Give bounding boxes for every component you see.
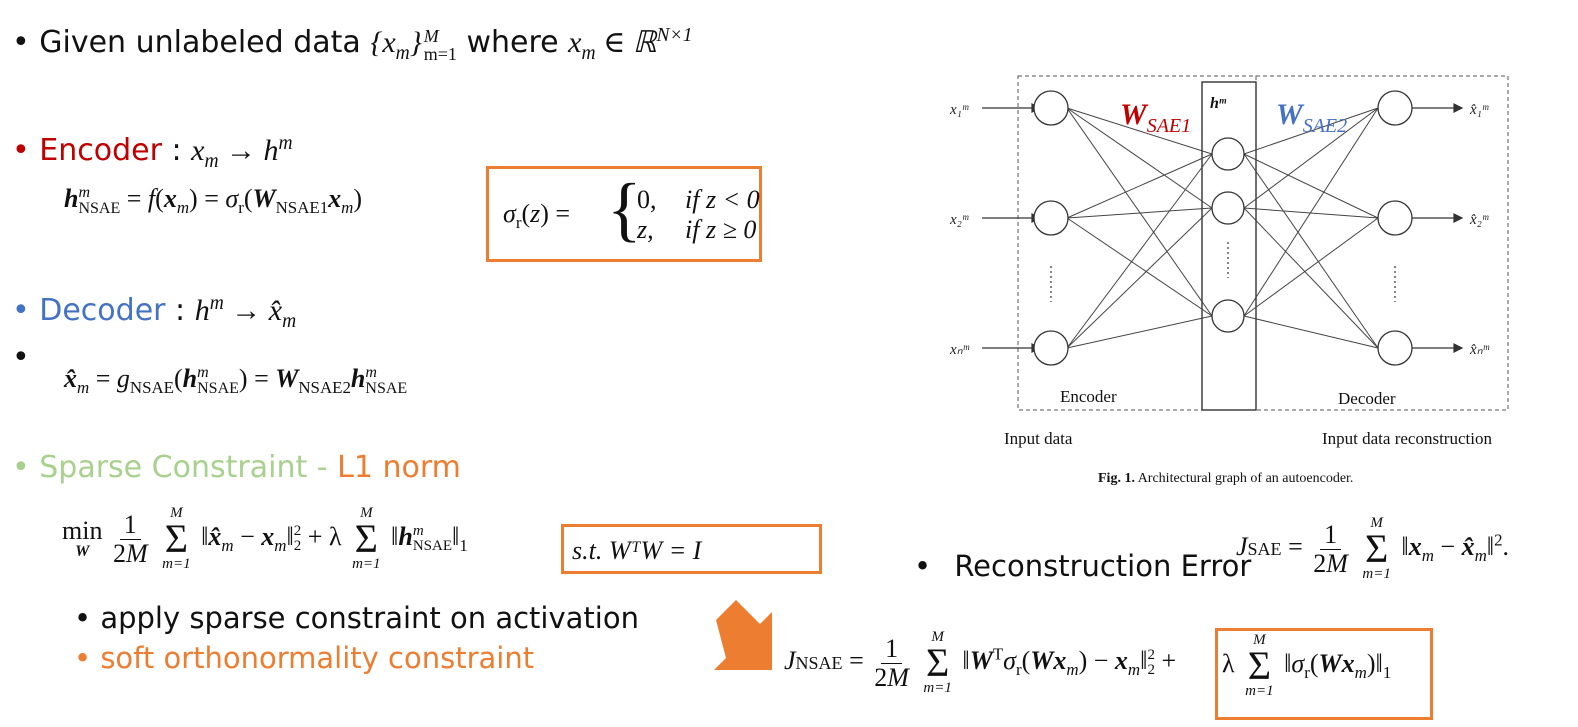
bullet-dot: • [12,450,30,485]
reconstruction-line: • Reconstruction Error [914,546,1251,586]
bullet-dot: • [12,293,30,328]
decoder-map: hm → x̂m [194,293,297,332]
down-right-arrow-icon [714,600,772,670]
output-node-2 [1377,200,1413,236]
sub-bullet-activation: • apply sparse constraint on activation [74,598,639,638]
hidden-node-2 [1211,191,1245,225]
autoencoder-figure: x₁ᵐ x₂ᵐ xₙᵐ x̂₁ᵐ x̂₂ᵐ x̂ₙᵐ hᵐ WSAE1 WSAE… [949,75,1509,486]
encoder-colon: : [171,133,182,168]
l1-norm-label: L1 norm [337,450,461,485]
encoder-box [1017,75,1257,411]
output-node-1 [1377,90,1413,126]
relu-case1-cond: if z < 0 [685,185,760,214]
input-arrows [982,103,1042,353]
relu-case2-cond: if z ≥ 0 [685,215,757,244]
encoder-line: • Encoder : xm → hm [12,124,293,182]
decoder-colon: : [175,293,186,328]
sparse-label: Sparse Constraint [39,450,308,485]
input-data-caption: Input data [1004,429,1073,448]
input-node-1 [1033,90,1069,126]
encoder-map: xm → hm [191,133,293,172]
input-label-1: x₁ᵐ [949,102,969,118]
decoder-label: Decoder [39,293,166,328]
relu-case1-val: 0, [637,185,657,214]
hidden-node-1 [1211,137,1245,171]
input-label-n: xₙᵐ [949,342,970,358]
bullet-dot: • [12,133,30,168]
decoder-section-label: Decoder [1338,389,1396,408]
bullet-dot: • [74,641,92,675]
figure-caption: Fig. 1. Architectural graph of an autoen… [1098,471,1353,486]
given-prefix: Given unlabeled data [39,25,361,60]
given-member: xm ∈ ℝN×1 [568,25,693,64]
orthonormality-constraint-box: s.t. WᵀW = I [561,524,822,574]
relu-case2-val: z, [637,215,654,244]
constraint-text: s.t. WᵀW = I [572,536,702,565]
w-sae2-label: WSAE2 [1276,98,1347,137]
input-node-2 [1033,200,1069,236]
bullet-dot: • [12,340,30,375]
relu-lhs: σr(z) = [503,199,571,233]
given-where: where [466,25,559,60]
encoder-connections [1066,107,1213,349]
w-sae1-label: WSAE1 [1120,98,1191,137]
encoder-label: Encoder [39,133,162,168]
sparse-line: • Sparse Constraint - L1 norm [12,448,461,488]
output-label-n: x̂ₙᵐ [1469,342,1490,358]
sub-bullet-text: soft orthonormality constraint [100,641,535,675]
sub-bullet-orthonormality: • soft orthonormality constraint [74,638,534,678]
relu-definition-box: σr(z) = { 0, if z < 0 z, if z ≥ 0 [486,166,762,262]
sub-bullet-text: apply sparse constraint on activation [100,601,639,635]
sparse-dash: - [316,450,328,485]
input-node-n [1033,330,1069,366]
bullet-dot: • [12,25,30,60]
hidden-node-n [1211,299,1245,333]
bullet-dot: • [74,601,92,635]
decoder-line: • Decoder : hm → x̂m [12,284,296,342]
output-label-2: x̂₂ᵐ [1469,212,1489,228]
encoder-section-label: Encoder [1060,387,1117,406]
output-label-1: x̂₁ᵐ [1469,102,1489,118]
hidden-layer-box [1201,81,1257,411]
output-node-n [1377,330,1413,366]
reconstruction-label: Reconstruction Error [954,549,1252,583]
bullet-dot: • [914,549,932,583]
input-label-2: x₂ᵐ [949,212,969,228]
relu-brace: { [607,169,642,249]
ellipsis-dots [1050,242,1396,302]
decoder-connections [1243,107,1379,349]
reconstruction-caption: Input data reconstruction [1322,429,1492,448]
hidden-label: hᵐ [1210,95,1227,112]
